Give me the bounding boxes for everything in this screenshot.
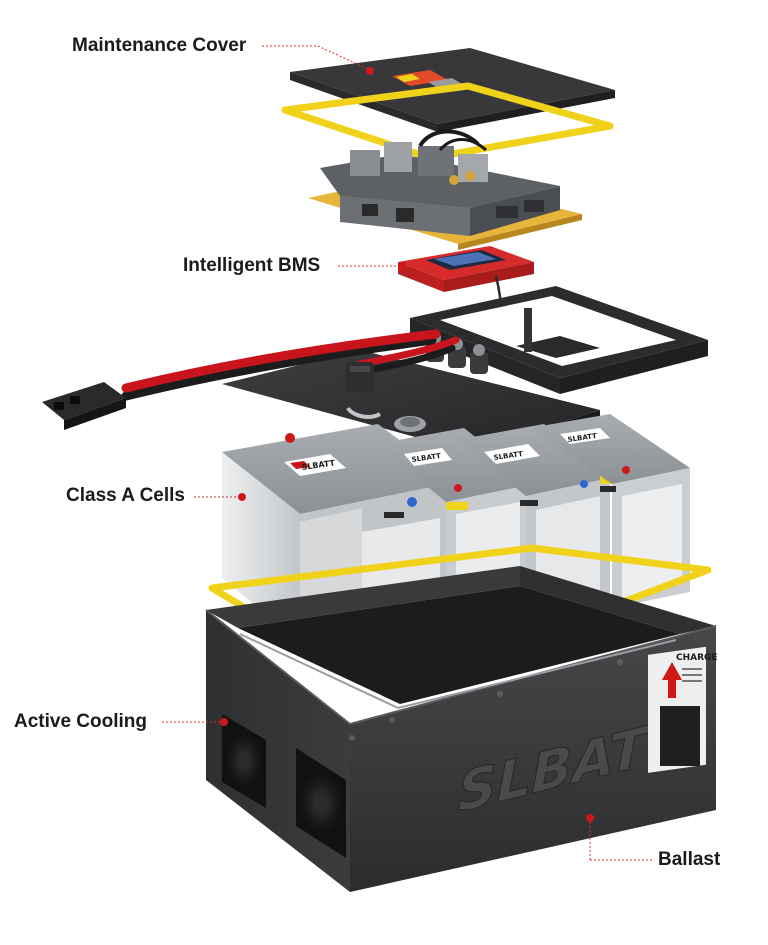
fan-1-icon bbox=[222, 714, 266, 808]
cell-2-brand-sticker: SLBATT bbox=[404, 448, 452, 466]
bms-board-assembly bbox=[308, 129, 582, 250]
intelligent-bms-label: Intelligent BMS bbox=[183, 255, 321, 276]
leader-intelligent-bms bbox=[338, 262, 406, 270]
fan-2-icon bbox=[296, 748, 346, 858]
leader-ballast bbox=[586, 814, 652, 861]
leader-active-cooling bbox=[162, 718, 228, 726]
cell-busbars bbox=[384, 486, 616, 518]
active-cooling-label: Active Cooling bbox=[14, 711, 148, 732]
maintenance-cover-label: Maintenance Cover bbox=[72, 35, 247, 56]
charge-warning-label: CHARGE bbox=[648, 646, 718, 773]
ballast-enclosure: SLBATT CHARGE bbox=[205, 566, 718, 892]
cover-warning-sticker bbox=[392, 70, 462, 88]
leader-maintenance-cover bbox=[262, 45, 374, 75]
cooling-fans bbox=[222, 714, 346, 858]
callout-leaders bbox=[162, 45, 652, 861]
ballast-label: Ballast bbox=[658, 849, 721, 870]
cell-1-brand-sticker: SLBATT bbox=[284, 454, 346, 476]
leader-class-a-cells bbox=[194, 493, 246, 501]
power-cables bbox=[121, 329, 460, 401]
cell-3-brand-sticker: SLBATT bbox=[484, 444, 540, 464]
cell-4: SLBATT bbox=[530, 414, 690, 608]
charge-label-title: CHARGE bbox=[676, 653, 718, 663]
cell-4-brand-sticker: SLBATT bbox=[560, 428, 610, 444]
cable-clamp bbox=[346, 362, 374, 392]
anderson-connector bbox=[42, 382, 126, 430]
top-gasket bbox=[281, 82, 614, 162]
class-a-cells-label: Class A Cells bbox=[66, 485, 185, 506]
